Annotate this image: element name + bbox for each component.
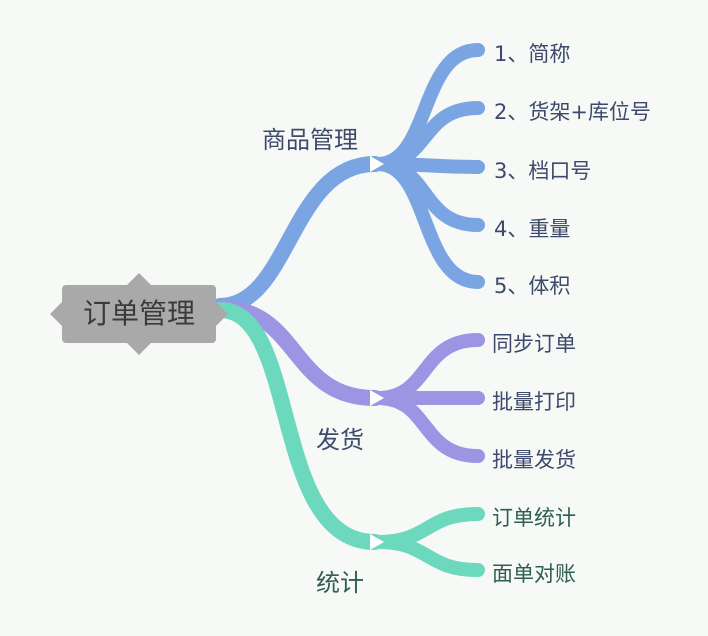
link-stats-leaf-2: [371, 535, 485, 577]
junction-product: [370, 156, 384, 172]
leaf-product-5[interactable]: 5、体积: [494, 274, 571, 298]
link-root-to-product: [212, 156, 383, 314]
junction-shipping: [370, 390, 384, 406]
link-shipping-leaf-3: [371, 391, 485, 463]
leaf-product-1[interactable]: 1、简称: [494, 42, 571, 66]
leaf-product-4[interactable]: 4、重量: [494, 217, 571, 241]
leaf-stats-1[interactable]: 订单统计: [492, 506, 576, 530]
leaf-shipping-3[interactable]: 批量发货: [492, 448, 576, 472]
link-shipping-leaf-1: [371, 333, 485, 405]
leaf-shipping-2[interactable]: 批量打印: [492, 390, 576, 414]
leaf-shipping-1[interactable]: 同步订单: [492, 332, 576, 356]
branch-stats-label[interactable]: 统计: [316, 569, 364, 597]
root-label: 订单管理: [82, 297, 195, 330]
root-node-shape: [50, 273, 228, 355]
link-product-leaf-5: [371, 157, 485, 289]
leaf-product-3[interactable]: 3、档口号: [494, 159, 592, 183]
branch-shipping-label[interactable]: 发货: [316, 426, 364, 454]
branch-product-label[interactable]: 商品管理: [262, 126, 358, 154]
leaf-stats-2[interactable]: 面单对账: [492, 562, 576, 586]
root-node[interactable]: 订单管理: [50, 273, 228, 355]
leaf-product-2[interactable]: 2、货架+库位号: [494, 100, 651, 124]
link-root-to-stats: [212, 302, 383, 550]
junction-stats: [370, 534, 384, 550]
